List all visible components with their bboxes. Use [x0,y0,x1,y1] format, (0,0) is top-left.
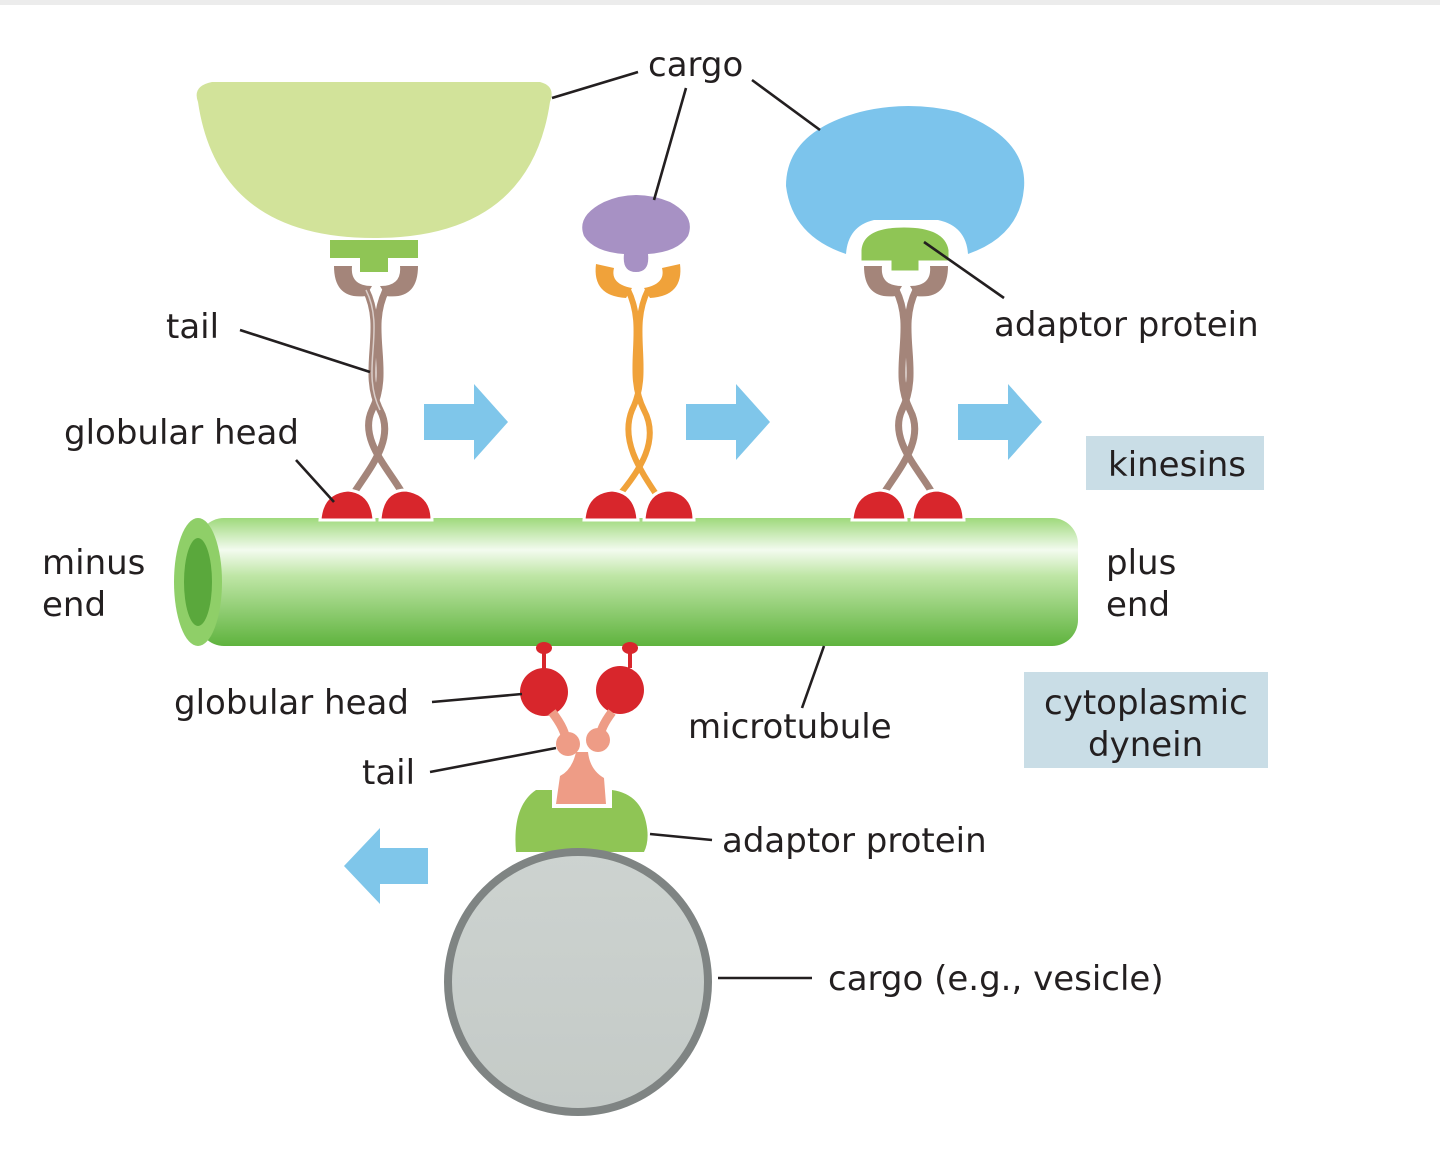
direction-arrow-icon [344,828,428,904]
cargo-purple [582,195,690,272]
kinesins-tag-box [1086,436,1264,490]
label-plus: plus [1106,543,1176,583]
direction-arrow-icon [424,384,508,460]
globular-head [520,668,568,716]
globular-head [850,488,908,522]
label-dynein: dynein [1088,725,1203,765]
cargo-blue [786,106,1025,254]
adaptor-protein [858,224,952,274]
microtubule [174,518,1078,646]
globular-head [642,488,696,522]
label-microtubule: microtubule [688,707,892,747]
globular-head [582,488,640,522]
adaptor-protein [330,240,418,272]
top-border [0,0,1440,5]
kinesin-1 [196,82,552,522]
label-cargo-vesicle: cargo (e.g., vesicle) [828,959,1164,999]
globular-head [596,666,644,714]
label-cytoplasmic: cytoplasmic [1044,683,1248,723]
label-adaptor-protein-bottom: adaptor protein [722,821,987,861]
globular-head [910,488,966,522]
label-end-left: end [42,585,106,625]
direction-arrow-icon [958,384,1042,460]
label-end-right: end [1106,585,1170,625]
cargo-vesicle [444,848,712,1116]
cargo-green [196,82,552,238]
label-kinesins: kinesins [1108,445,1246,485]
direction-arrow-icon [686,384,770,460]
label-globular-head-bottom: globular head [174,683,409,723]
kinesin-2 [582,195,696,522]
label-adaptor-protein-top: adaptor protein [994,305,1259,345]
leader-lines [239,70,1005,980]
label-tail-top: tail [166,307,219,347]
adaptor-protein [515,790,648,852]
label-tail-bottom: tail [362,753,415,793]
cytoplasmic-dynein [444,642,712,1116]
globular-head [318,488,376,522]
kinesin-3 [786,106,1025,522]
label-globular-head-top: globular head [64,413,299,453]
globular-head [378,488,434,522]
label-cargo-top: cargo [648,45,743,85]
label-minus: minus [42,543,145,583]
dynein-tag-box [1024,672,1268,768]
